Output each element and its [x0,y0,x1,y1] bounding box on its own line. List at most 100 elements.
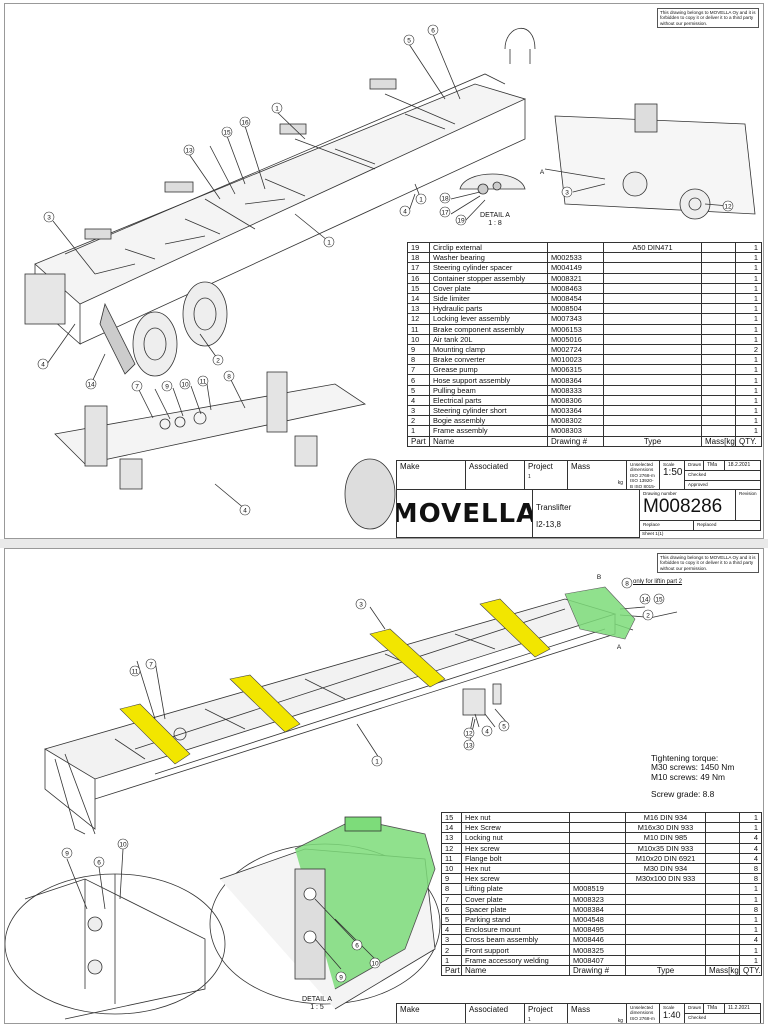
bom-type [603,262,702,274]
bom-part-number: 5 [407,384,430,396]
bom-drawing-number: M008306 [547,394,604,407]
bom-part-number: 3 [441,934,462,946]
bom-part-name: Cover plate [461,893,570,905]
bom-part-name: Washer bearing [429,252,548,264]
bom-type [603,323,702,335]
bom-part-number: 6 [407,374,430,386]
bom-part-number: 16 [407,272,430,284]
bom-part-number: 1 [441,954,462,966]
svg-text:1: 1 [275,106,279,113]
bom-drawing-number: M006153 [547,323,604,335]
bom-part-name: Steering cylinder short [429,404,548,417]
bom-part-number: 5 [441,913,462,926]
bom-mass [701,384,736,396]
detail-scale: 1 : 8 [488,220,502,227]
balloon: 10 [369,957,381,969]
bom-drawing-number: M006315 [547,364,604,376]
bom-type [603,333,702,345]
bom-quantity: 1 [739,811,762,824]
bom-part-number: 1 [407,425,430,437]
svg-text:1: 1 [327,240,331,247]
bom-type: M16x30 DIN 933 [625,822,706,834]
liftin-note: only for liftin part 2 [633,579,683,585]
bom-type [603,425,702,437]
balloon: 4 [399,205,411,217]
bom-quantity: 1 [735,404,762,417]
bom-mass [701,323,736,335]
associated-cell: Associated [465,460,525,490]
bom-part-number: 12 [441,842,462,854]
bom-part-number: 10 [407,333,430,345]
bom-quantity: 1 [735,241,762,254]
bom-drawing-number: M010023 [547,354,604,366]
bom-quantity: 1 [735,364,762,376]
bom-mass [701,354,736,366]
bom-type: M30 DIN 934 [625,862,706,875]
bom-quantity: 1 [735,333,762,345]
bom-part-number: 17 [407,262,430,274]
bom-mass [705,903,740,915]
bom-type: A50 DIN471 [603,241,702,254]
bom-part-name: Bogie assembly [429,415,548,427]
bom-part-number: 15 [407,282,430,294]
bom-drawing-number: M004149 [547,262,604,274]
svg-text:1: 1 [419,197,423,204]
bom-drawing-number: M008463 [547,282,604,294]
svg-text:5: 5 [502,724,506,731]
bom-drawing-number [569,832,626,844]
bom-quantity: 1 [735,313,762,325]
svg-text:4: 4 [41,362,45,369]
svg-text:17: 17 [441,210,449,217]
bom-drawing-number: M008333 [547,384,604,396]
bom-mass [701,313,736,325]
bom-mass [701,425,736,437]
bom-type: M30x100 DIN 933 [625,873,706,885]
bom-type [603,313,702,325]
bom-part-number: 18 [407,252,430,264]
balloon: 4 [481,725,493,737]
bom-quantity: 4 [739,842,762,854]
balloon: 10 [117,838,129,850]
bom-part-number: 2 [441,944,462,956]
bom-part-number: 6 [441,903,462,915]
svg-text:15: 15 [223,130,231,137]
balloon: 5 [403,34,415,46]
bom-part-name: Container stopper assembly [429,272,548,284]
svg-text:5: 5 [407,38,411,45]
bom-mass [701,364,736,376]
balloon: 10 [179,378,191,390]
bom-part-name: Circlip external [429,241,548,254]
svg-text:7: 7 [149,662,153,669]
bom-part-name: Steering cylinder spacer [429,262,548,274]
bom-drawing-number: M002724 [547,343,604,356]
bom-part-number: 14 [407,292,430,305]
bom-quantity: 1 [739,883,762,895]
svg-text:13: 13 [465,743,473,750]
bom-part-name: Hex nut [461,811,570,824]
bom-drawing-number: M008321 [547,272,604,284]
bom-part-name: Hose support assembly [429,374,548,386]
bom-quantity: 8 [739,862,762,875]
bom-drawing-number [569,842,626,854]
movella-logo: MOVELLA [396,489,533,538]
svg-text:13: 13 [185,148,193,155]
bom-drawing-number: M008407 [569,954,626,966]
balloon: 14 [85,378,97,390]
svg-text:14: 14 [87,382,95,389]
detail-title: DETAIL A [480,212,510,219]
balloon: 3 [561,186,573,198]
bom-part-name: Enclosure mount [461,924,570,936]
bom-part-name: Hex screw [461,873,570,885]
bom-drawing-number: M008325 [569,944,626,956]
bom-drawing-number: M008454 [547,292,604,305]
